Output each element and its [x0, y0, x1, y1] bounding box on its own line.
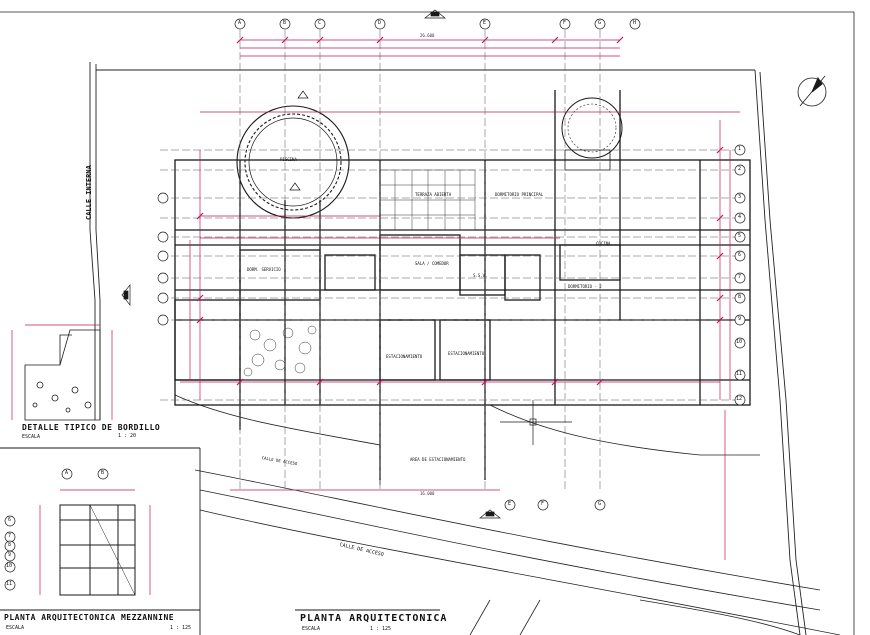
stone-garden-hatch — [239, 319, 321, 381]
grid-label-bottom-F: F — [541, 501, 545, 507]
grid-bubbles-top — [234, 18, 641, 30]
mezz-grid-label-8: 8 — [8, 542, 12, 548]
room-label-estacionamiento-2: ESTACIONAMIENTO — [448, 351, 485, 356]
mezzanine-grid-bubbles — [4, 468, 109, 591]
mezzanine-scale-value: 1 : 125 — [170, 625, 192, 631]
dimension-overall-bottom: 16.000 — [420, 491, 435, 496]
room-label-sala-comedor: SALA / COMEDOR — [415, 261, 449, 266]
room-label-ssv: S.S.V. — [473, 273, 488, 278]
grid-label-right-8: 8 — [738, 294, 742, 300]
grid-label-bottom-G: G — [598, 501, 602, 507]
grid-label-right-2: 2 — [738, 166, 742, 172]
dimension-lines — [180, 39, 740, 560]
mezz-grid-label-10: 10 — [6, 563, 13, 569]
grid-bubbles-right — [734, 144, 746, 406]
grid-label-top-E: E — [483, 20, 487, 26]
room-label-dormitorio-2: DORMITORIO - 2 — [568, 284, 602, 289]
curb-detail-title: DETALLE TIPICO DE BORDILLO — [22, 423, 161, 432]
sheet-frame — [0, 11, 855, 635]
mezz-grid-label-11: 11 — [6, 581, 13, 587]
round-garden-feature — [561, 97, 623, 171]
mezzanine-dimensions — [39, 489, 151, 595]
street-label-calle-interna: CALLE INTERNA — [85, 165, 93, 220]
dimension-overall-top: 26.600 — [420, 33, 435, 38]
room-label-terraza: TERRAZA ABIERTA — [415, 192, 452, 197]
terrace-tile-grid — [379, 169, 476, 231]
grid-label-right-9: 9 — [738, 316, 742, 322]
section-markers — [121, 9, 501, 519]
cad-crosshair-cursor — [500, 400, 572, 445]
grid-label-right-1: 1 — [738, 146, 742, 152]
grid-label-top-H: H — [633, 20, 637, 26]
dimension-ticks — [196, 36, 724, 386]
room-label-cocina: COCINA — [596, 241, 611, 246]
room-label-dormitorio-principal: DORMITORIO PRINCIPAL — [495, 192, 544, 197]
drawing-main-scale-value: 1 : 125 — [370, 626, 392, 632]
curb-detail-dimensions — [11, 324, 113, 420]
grid-label-right-5: 5 — [738, 233, 742, 239]
access-street — [174, 394, 841, 635]
drawing-main-scale: ESCALA — [302, 626, 321, 632]
grid-label-right-3: 3 — [738, 194, 742, 200]
room-label-dorm-servicio: DORM. SERVICIO — [247, 267, 281, 272]
site-boundary — [89, 62, 807, 635]
grid-bubbles-bottom — [504, 499, 606, 511]
room-label-piscina: PISCINA — [280, 157, 297, 162]
mezz-grid-label-6: 6 — [8, 517, 12, 523]
curb-detail-drawing — [24, 329, 101, 421]
inset-frame-lines — [0, 447, 440, 635]
grid-label-top-F: F — [563, 20, 567, 26]
grid-bubbles-left — [157, 192, 169, 326]
drawing-main-title: PLANTA ARQUITECTONICA — [300, 613, 448, 624]
mezz-grid-label-B: B — [101, 470, 105, 476]
mezz-grid-label-7: 7 — [8, 533, 12, 539]
grid-label-right-7: 7 — [738, 274, 742, 280]
grid-axis-lines — [160, 30, 740, 490]
grid-label-right-11: 11 — [736, 371, 743, 377]
grid-label-right-6: 6 — [738, 252, 742, 258]
grid-label-top-D: D — [378, 20, 382, 26]
grid-label-right-12: 12 — [736, 396, 743, 402]
grid-label-top-G: G — [598, 20, 602, 26]
building-walls — [174, 90, 751, 480]
grid-label-right-4: 4 — [738, 214, 742, 220]
mezzanine-scale: ESCALA — [6, 625, 25, 631]
mezzanine-plan — [59, 504, 136, 596]
grid-label-top-A: A — [238, 20, 242, 26]
mezz-grid-label-9: 9 — [8, 552, 12, 558]
grid-label-bottom-E: E — [508, 501, 512, 507]
mezzanine-title: PLANTA ARQUITECTONICA MEZZANNINE — [4, 613, 175, 622]
curb-detail-scale: ESCALA — [22, 434, 41, 440]
room-label-area-estacionamiento: AREA DE ESTACIONAMIENTO — [410, 457, 466, 462]
pool-circle — [236, 105, 350, 219]
grid-label-top-B: B — [283, 20, 287, 26]
grid-label-top-C: C — [318, 20, 322, 26]
curb-detail-scale-value: 1 : 20 — [118, 433, 137, 439]
grid-label-right-10: 10 — [736, 339, 743, 345]
room-label-estacionamiento-1: ESTACIONAMIENTO — [386, 354, 423, 359]
north-arrow-icon — [797, 75, 827, 107]
mezz-grid-label-A: A — [65, 470, 69, 476]
